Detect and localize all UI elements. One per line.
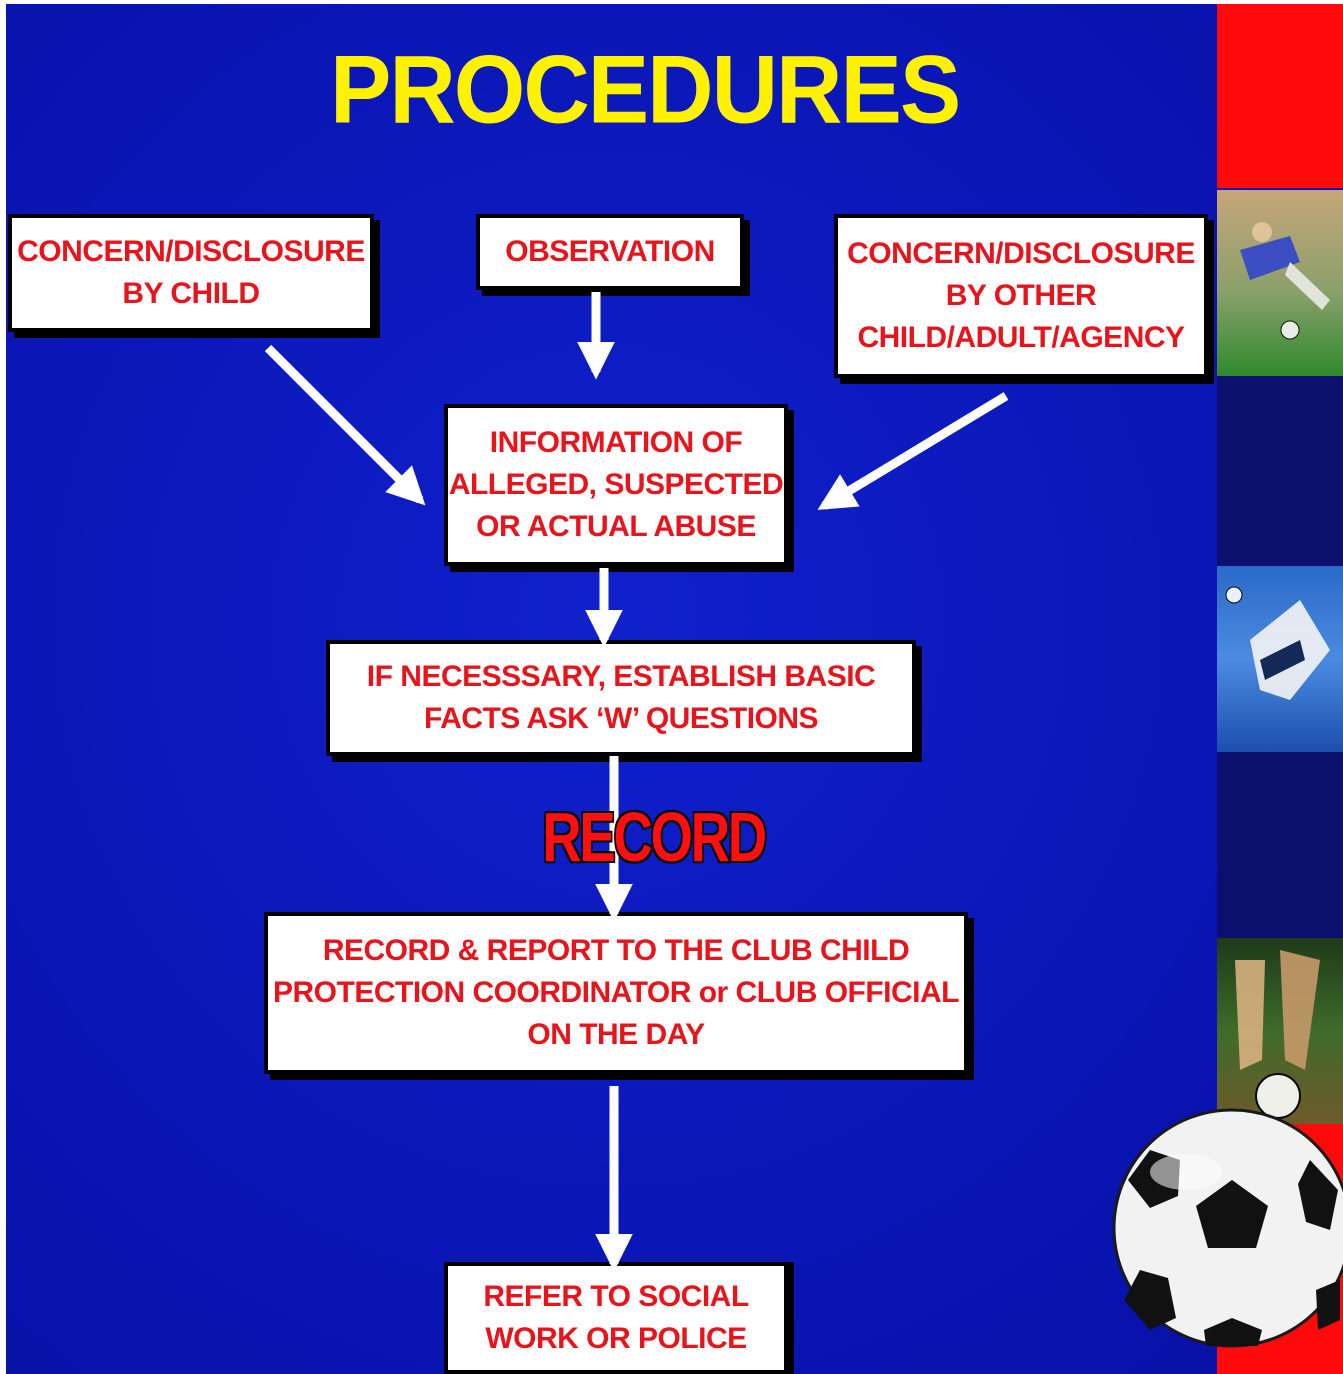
decor-strip-dark (1217, 752, 1343, 938)
box-line: WORK OR POLICE (485, 1322, 747, 1355)
box-line: CONCERN/DISCLOSURE (17, 235, 365, 268)
box-observation: OBSERVATION (476, 214, 744, 290)
arrow-child-to-information (264, 344, 426, 506)
football-action-photo (1217, 938, 1343, 1124)
football-action-photo (1217, 566, 1343, 752)
box-concern-by-other: CONCERN/DISCLOSURE BY OTHER CHILD/ADULT/… (834, 214, 1208, 378)
decor-strip-red (1217, 1124, 1343, 1374)
box-information-of-abuse: INFORMATION OF ALLEGED, SUSPECTED OR ACT… (444, 404, 788, 566)
box-line: ON THE DAY (527, 1018, 705, 1051)
football-action-photo (1217, 190, 1343, 376)
box-line: INFORMATION OF (489, 426, 743, 459)
box-line: OBSERVATION (505, 235, 715, 268)
box-line: PROTECTION COORDINATOR or CLUB OFFICIAL (272, 976, 960, 1009)
box-line: ALLEGED, SUSPECTED (448, 468, 784, 501)
box-line: CHILD/ADULT/AGENCY (857, 321, 1185, 354)
decor-strip-dark (1217, 376, 1343, 566)
box-line: CONCERN/DISCLOSURE (847, 237, 1195, 270)
box-line: OR ACTUAL ABUSE (476, 510, 756, 543)
box-line: FACTS ASK ‘W’ QUESTIONS (423, 702, 819, 735)
decor-strip-red (1217, 4, 1343, 188)
box-line: RECORD & REPORT TO THE CLUB CHILD (322, 934, 910, 967)
box-line: BY OTHER (945, 279, 1097, 312)
record-label: RECORD (542, 798, 767, 876)
box-line: BY CHILD (122, 277, 260, 310)
box-line: IF NECESSSARY, ESTABLISH BASIC (366, 660, 876, 693)
box-line: REFER TO SOCIAL (483, 1280, 749, 1313)
page-title: PROCEDURES (330, 36, 961, 144)
box-concern-by-child: CONCERN/DISCLOSURE BY CHILD (8, 214, 374, 332)
arrow-other-to-information (817, 392, 1009, 510)
